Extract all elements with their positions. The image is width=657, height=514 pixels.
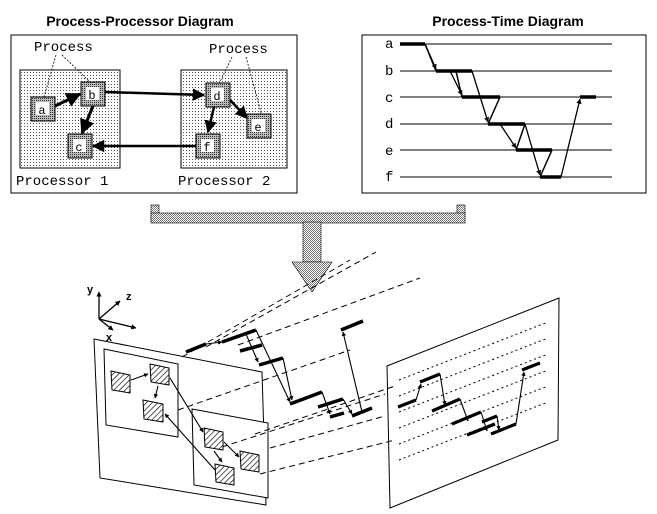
processor-2-label: Processor 2	[178, 174, 270, 190]
plane-process-boxes	[110, 363, 260, 486]
plane-process-arrows	[130, 373, 240, 471]
process-b-label: b	[88, 89, 95, 103]
leader-line	[217, 56, 233, 87]
message-arrow-a-b	[54, 92, 82, 108]
process-f-box	[195, 133, 221, 159]
process-time-panel: a b c d e f	[361, 34, 647, 194]
processor-1-label: Processor 1	[16, 174, 108, 190]
row-label-b: b	[385, 64, 393, 80]
leader-line	[61, 54, 91, 83]
axis-x-label: x	[106, 332, 113, 344]
process-c-label: c	[75, 141, 82, 155]
time-plane-lines	[398, 321, 549, 461]
message-arrow-b-d	[104, 88, 206, 101]
time-plane-arrows	[415, 371, 526, 432]
row-label-f: f	[385, 170, 393, 186]
process-time-frame	[361, 34, 647, 194]
process-d-label: d	[213, 90, 220, 104]
merge-connector	[150, 204, 466, 293]
row-label-a: a	[385, 37, 393, 53]
process-label-left: Process	[34, 40, 93, 56]
leader-line	[43, 54, 57, 98]
axis-indicator	[96, 291, 137, 331]
row-label-d: d	[385, 117, 393, 133]
axis-y-label: y	[87, 284, 94, 296]
process-processor-title: Process-Processor Diagram	[46, 13, 234, 29]
floating-arrows	[205, 329, 363, 415]
axis-z-label: z	[126, 291, 132, 303]
process-time-title: Process-Time Diagram	[432, 13, 583, 29]
row-label-c: c	[385, 91, 393, 107]
plane-process-a	[110, 370, 131, 394]
process-processor-panel: Process Process Processor 1 Processor 2 …	[10, 34, 298, 194]
row-label-e: e	[385, 144, 393, 160]
plane-process-b	[149, 363, 170, 386]
process-e-label: e	[254, 121, 261, 135]
activity-bars	[400, 42, 596, 179]
process-label-right: Process	[209, 42, 268, 58]
projection-lines	[177, 251, 421, 475]
plane-process-e	[239, 450, 260, 473]
process-f-label: f	[203, 141, 210, 155]
processor-1-plane-box	[103, 348, 179, 438]
plane-process-f	[214, 463, 235, 486]
leader-line	[245, 56, 263, 117]
message-arrow-d-f	[204, 106, 217, 134]
timeline-lines	[400, 43, 612, 178]
process-a-label: a	[38, 104, 45, 118]
combined-3d-view: y z x	[87, 251, 560, 509]
time-plane	[386, 297, 560, 509]
plane-process-d	[203, 427, 224, 451]
message-arrow-b-c	[80, 105, 95, 135]
message-arrow-d-e	[229, 99, 248, 119]
process-e-box	[246, 113, 272, 139]
plane-process-c	[142, 399, 164, 423]
down-arrow-icon	[291, 261, 333, 293]
